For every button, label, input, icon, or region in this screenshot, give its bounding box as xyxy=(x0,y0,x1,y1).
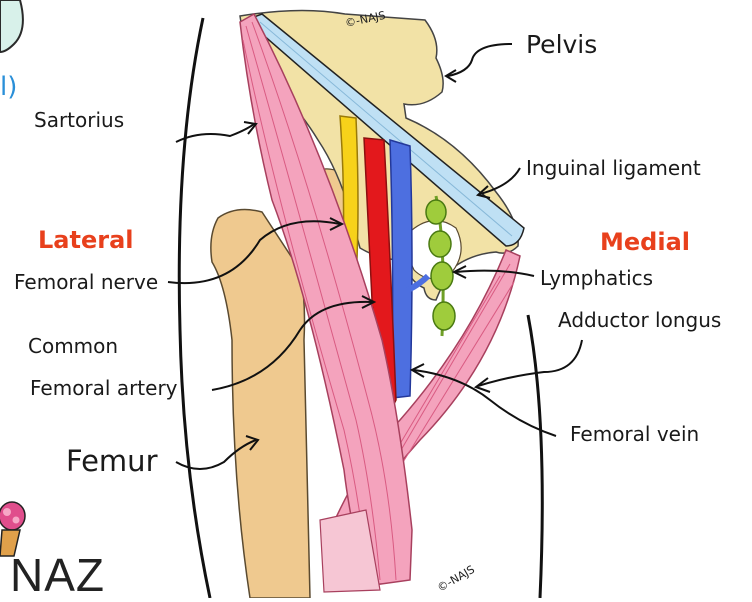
signature-mark-bottom: ©-NAJS xyxy=(435,563,477,595)
lymph-node xyxy=(431,262,453,290)
label-femoral-nerve: Femoral nerve xyxy=(14,270,158,294)
thigh-outline-right xyxy=(528,315,542,598)
leader-pelvis xyxy=(448,44,512,76)
lymph-node xyxy=(429,231,451,257)
leader-adductor xyxy=(478,340,582,386)
label-lateral: Lateral xyxy=(38,226,134,254)
corner-fragment: l) xyxy=(0,72,17,102)
label-medial: Medial xyxy=(600,228,690,256)
lymph-node xyxy=(433,302,455,330)
brand-text: NAZ xyxy=(10,548,105,602)
label-pelvis: Pelvis xyxy=(526,30,597,59)
label-femoral-vein: Femoral vein xyxy=(570,422,699,446)
label-adductor-longus: Adductor longus xyxy=(558,308,721,332)
thigh-outline-left xyxy=(179,18,210,598)
label-femur: Femur xyxy=(66,444,158,478)
label-common: Common xyxy=(28,334,118,358)
label-inguinal-ligament: Inguinal ligament xyxy=(526,156,701,180)
label-femoral-artery: Femoral artery xyxy=(30,376,178,400)
lymph-node xyxy=(426,200,446,224)
label-sartorius: Sartorius xyxy=(34,108,124,132)
corner-blob xyxy=(0,0,23,52)
label-lymphatics: Lymphatics xyxy=(540,266,653,290)
